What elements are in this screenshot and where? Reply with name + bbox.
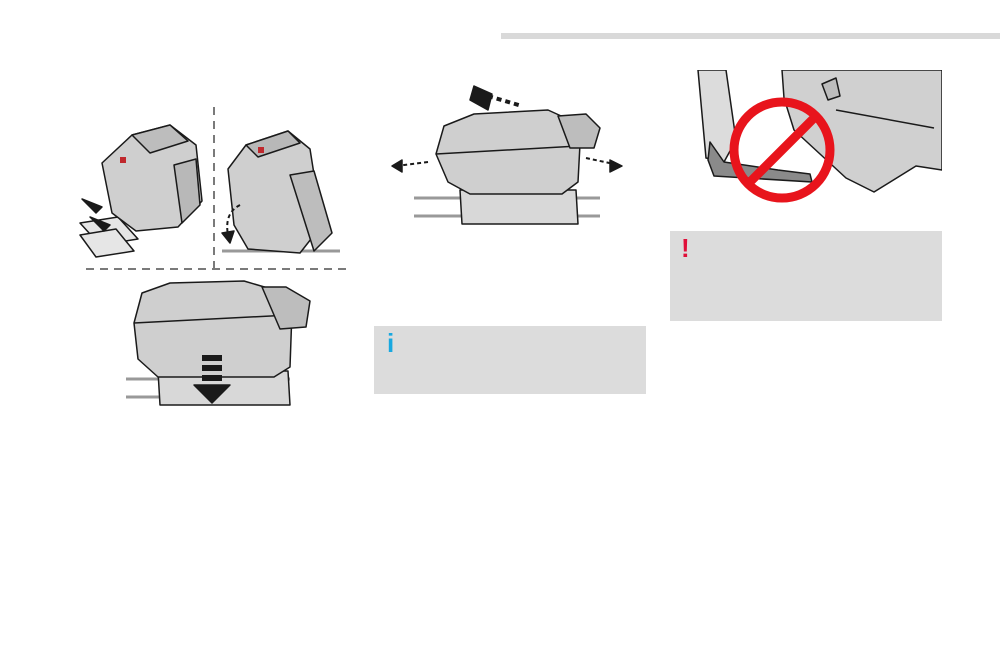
info-note-box: i (374, 326, 646, 394)
seat-tilted-panel (79, 124, 203, 258)
seat-lowered-panel (126, 280, 311, 406)
seat-fold-lower-illustration (79, 107, 346, 406)
seat-folded-panel (221, 130, 340, 254)
no-feet-under-seat-illustration (697, 70, 942, 203)
seat-slide-illustration (391, 85, 623, 225)
info-icon: i (387, 328, 395, 358)
prohibition-sign (729, 97, 835, 203)
warning-icon: ! (681, 233, 690, 263)
section-rule (501, 33, 1000, 39)
warning-note-box: ! (670, 231, 942, 321)
